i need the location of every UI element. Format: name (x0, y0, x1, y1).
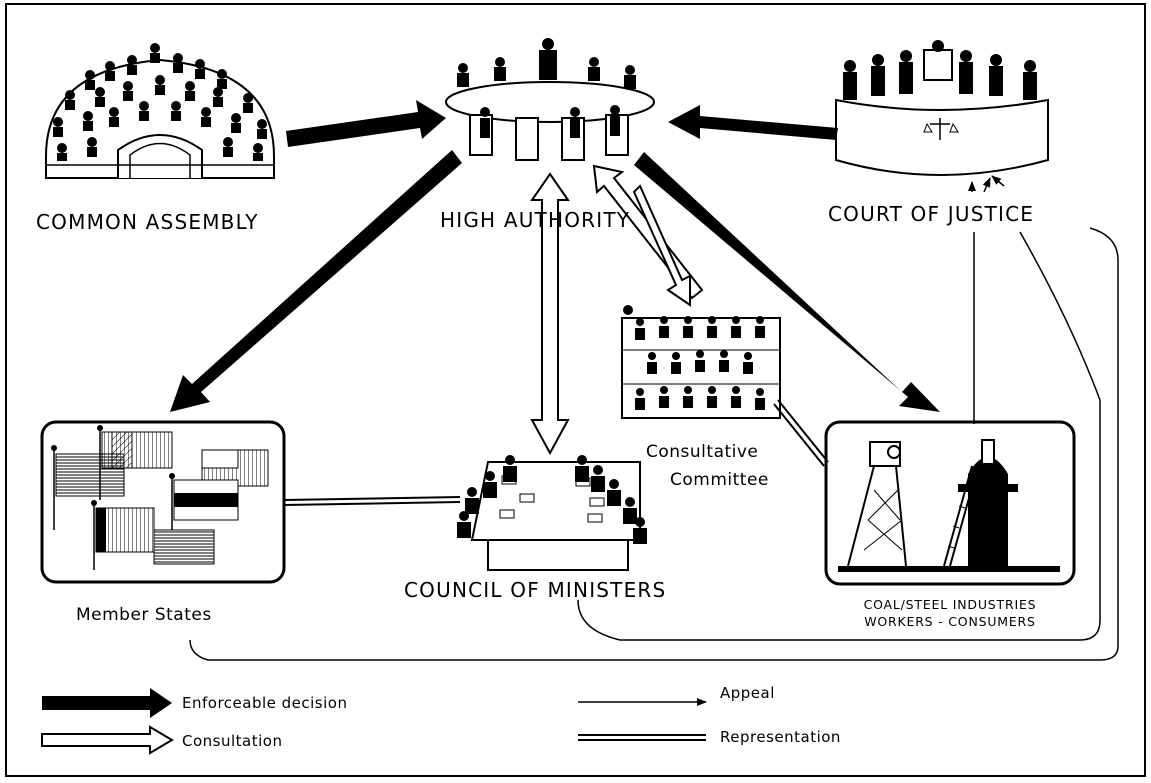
industries-illustration (824, 420, 1076, 586)
legend-representation-label: Representation (720, 728, 841, 746)
appeal-lines (189, 227, 1119, 661)
legend-consultation-label: Consultation (182, 732, 283, 750)
arrow-assembly-to-authority (286, 100, 446, 147)
arrow-authority-to-member-states (170, 150, 462, 412)
common-assembly-illustration (45, 43, 275, 179)
legend-enforceable-label: Enforceable decision (182, 694, 348, 712)
legend-appeal-label: Appeal (720, 684, 775, 702)
court-of-justice-illustration (835, 40, 1049, 193)
label-high-authority: HIGH AUTHORITY (440, 208, 631, 232)
label-industries-1: COAL/STEEL INDUSTRIES (863, 597, 1037, 612)
label-industries-2: WORKERS - CONSUMERS (864, 614, 1036, 629)
outer-frame (5, 3, 1146, 777)
label-member-states: Member States (76, 605, 212, 625)
label-consultative-committee-2: Committee (670, 470, 769, 490)
member-states-illustration (40, 420, 286, 584)
legend-graphics (41, 688, 707, 755)
label-council-of-ministers: COUNCIL OF MINISTERS (404, 578, 667, 602)
arrow-authority-council-consultation (530, 172, 570, 456)
arrow-authority-to-committee (632, 184, 691, 307)
enforceable-arrows (170, 100, 940, 412)
legend-representation-line (578, 734, 706, 741)
label-consultative-committee-1: Consultative (646, 442, 759, 462)
label-common-assembly: COMMON ASSEMBLY (36, 210, 259, 234)
high-authority-illustration (445, 38, 655, 161)
arrow-court-to-authority (668, 105, 838, 140)
legend-enforceable-arrow (42, 688, 172, 718)
legend-consultation-arrow (41, 725, 174, 755)
representation-lines (283, 399, 829, 506)
consultation-arrows (530, 164, 704, 456)
label-court-of-justice: COURT OF JUSTICE (828, 202, 1035, 226)
arrow-authority-to-industries (634, 152, 940, 412)
consultative-committee-illustration (621, 305, 781, 419)
council-of-ministers-illustration (457, 455, 647, 571)
